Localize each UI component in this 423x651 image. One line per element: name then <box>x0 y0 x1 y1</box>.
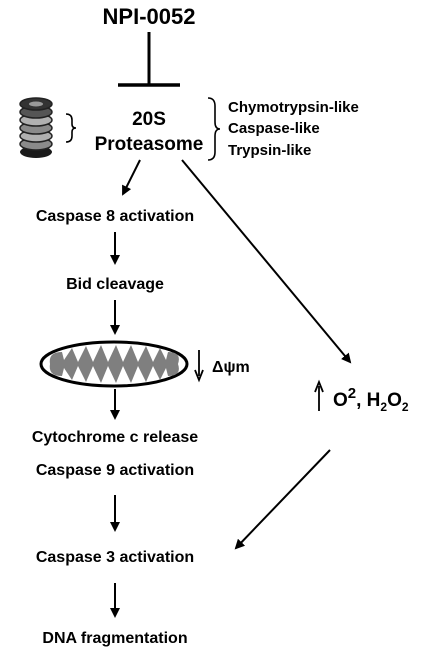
inhibitor-label: NPI-0052 <box>103 4 196 29</box>
ros-label: O2, H2O2 <box>333 385 409 414</box>
mitochondrion-icon <box>39 340 189 388</box>
up-arrow-icon <box>314 379 324 411</box>
step-cytochrome: Cytochrome c release <box>32 429 198 446</box>
down-arrow-icon <box>194 350 204 383</box>
step-dna: DNA fragmentation <box>42 630 187 647</box>
icon-brace <box>65 113 77 143</box>
activity-trypsin: Trypsin-like <box>228 142 311 159</box>
proteasome-cylinder-icon <box>19 97 53 158</box>
step-caspase3: Caspase 3 activation <box>36 549 194 566</box>
arrow-to-caspase8 <box>122 159 141 196</box>
proteasome-label-line2: Proteasome <box>95 134 204 155</box>
arrow-to-ros <box>181 159 352 364</box>
proteasome-label-line1: 20S <box>132 109 166 130</box>
step-caspase9: Caspase 9 activation <box>36 462 194 479</box>
activities-brace <box>207 97 221 161</box>
membrane-potential-label: Δψm <box>212 359 250 376</box>
step-caspase8: Caspase 8 activation <box>36 208 194 225</box>
activity-caspase: Caspase-like <box>228 120 320 137</box>
activity-chymotrypsin: Chymotrypsin-like <box>228 99 359 116</box>
arrow-ros-to-caspase3 <box>234 449 331 550</box>
step-bid: Bid cleavage <box>66 276 164 293</box>
